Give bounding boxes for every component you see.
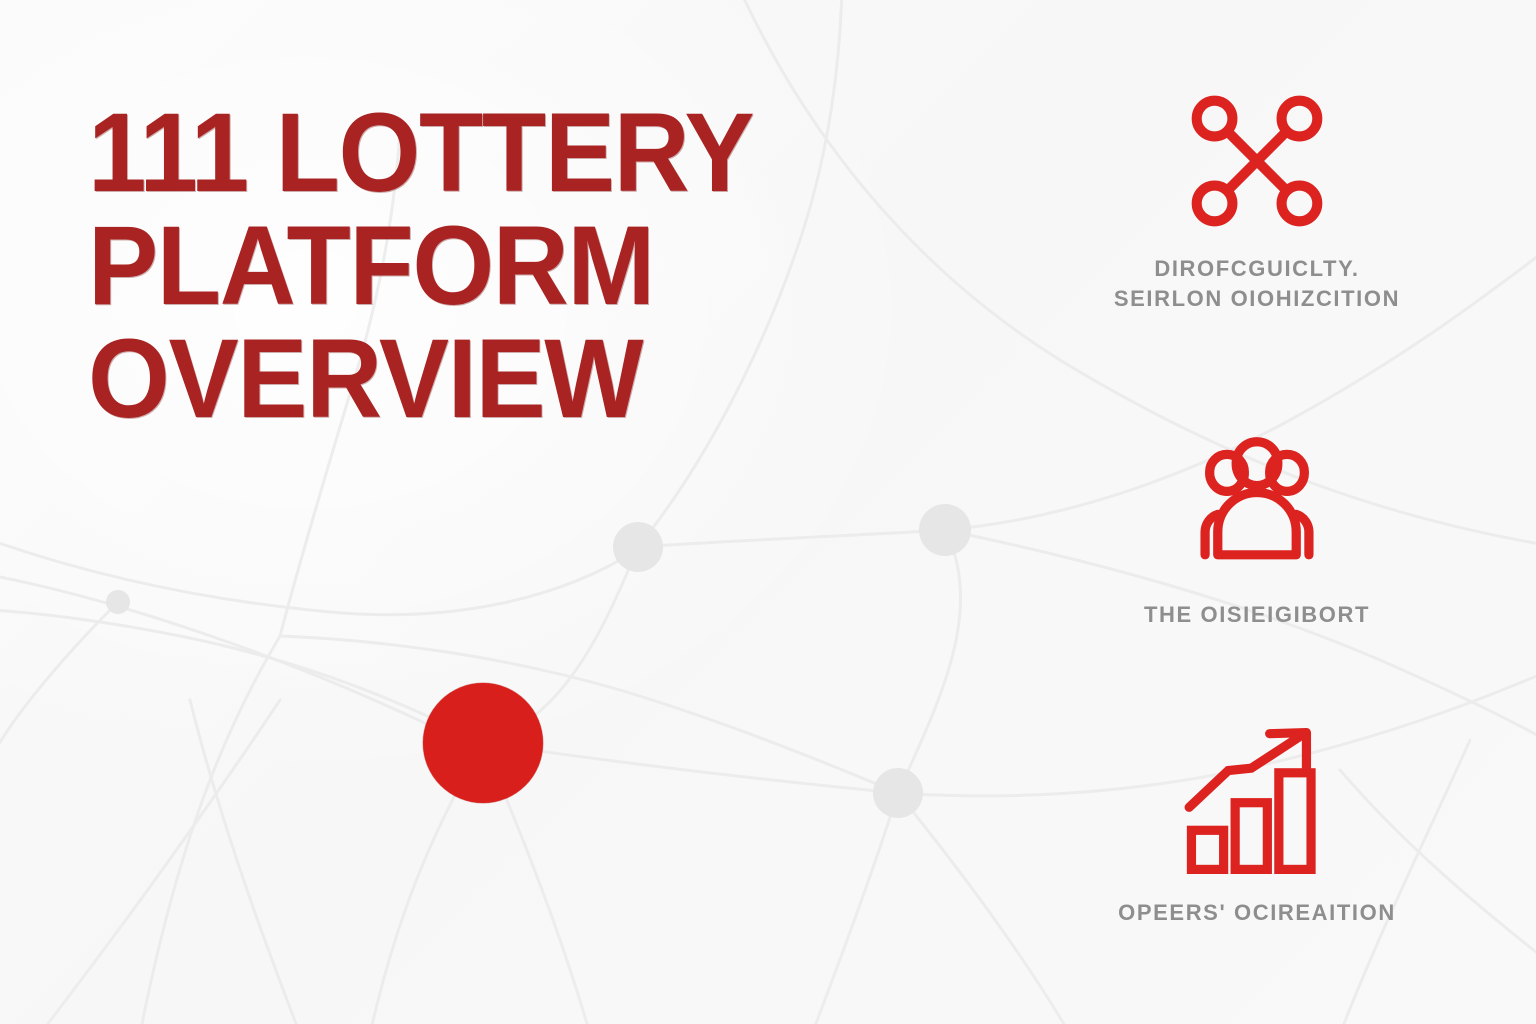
growth-bar-chart-icon bbox=[1177, 727, 1337, 880]
user-group-icon bbox=[1177, 432, 1337, 582]
feature-label: OPEERS' OCIREAITION bbox=[1118, 900, 1396, 925]
network-node bbox=[873, 768, 923, 818]
network-node bbox=[919, 504, 971, 556]
network-node bbox=[106, 590, 130, 614]
feature-item-network[interactable]: DIROFCGUICLTY. SEIRLON OIOHIZCITION bbox=[1042, 86, 1472, 314]
network-nodes-icon bbox=[1177, 86, 1337, 236]
title-line-3: OVERVIEW bbox=[88, 316, 644, 441]
feature-list: DIROFCGUICLTY. SEIRLON OIOHIZCITION bbox=[1042, 86, 1472, 966]
feature-item-growth[interactable]: OPEERS' OCIREAITION bbox=[1042, 727, 1472, 928]
title-line-1: 111 LOTTERY bbox=[88, 90, 755, 215]
page-title: 111 LOTTERY PLATFORM OVERVIEW bbox=[88, 96, 788, 435]
feature-item-community[interactable]: THE OISIEIGIBORT bbox=[1042, 432, 1472, 630]
title-line-2: PLATFORM bbox=[88, 203, 655, 328]
feature-label: THE OISIEIGIBORT bbox=[1143, 602, 1371, 627]
feature-label: DIROFCGUICLTY. SEIRLON OIOHIZCITION bbox=[1113, 256, 1401, 311]
network-node bbox=[613, 522, 663, 572]
central-hub-node bbox=[423, 683, 543, 803]
